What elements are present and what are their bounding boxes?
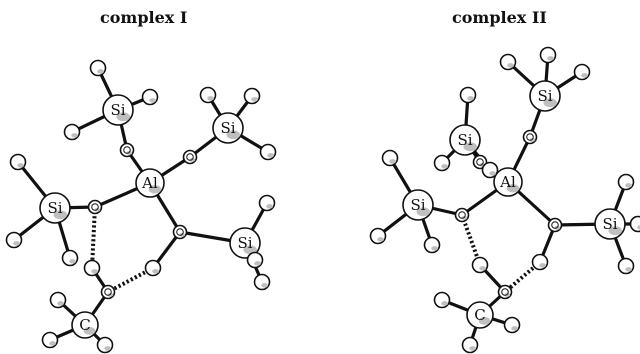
hydrogen-atom <box>381 149 399 167</box>
hydrogen-atom <box>5 231 23 249</box>
atom-label: Al <box>141 174 158 192</box>
oxygen-atom <box>522 129 538 145</box>
oxygen-atom <box>182 149 198 165</box>
hydrogen-atom <box>49 291 67 309</box>
silicon-atom: Si <box>529 80 561 112</box>
hydrogen-atom <box>61 249 79 267</box>
oxygen-atom <box>100 284 116 300</box>
hydrogen-atom <box>629 215 640 233</box>
silicon-atom: Si <box>229 227 261 259</box>
hydrogen-atom <box>617 173 635 191</box>
silicon-atom: Si <box>39 192 71 224</box>
silicon-atom: Si <box>449 124 481 156</box>
atom-label: Si <box>237 234 252 252</box>
atom-label: Si <box>220 119 235 137</box>
hydrogen-atom <box>199 86 217 104</box>
hydrogen-atom <box>9 153 27 171</box>
hydrogen-bond <box>107 266 154 294</box>
oxygen-atom <box>119 142 135 158</box>
complex-2-title: complex II <box>452 8 547 27</box>
hydrogen-atom <box>369 227 387 245</box>
atom-label: Si <box>110 101 125 119</box>
oxygen-atom <box>87 199 103 215</box>
hydrogen-atom <box>243 87 261 105</box>
hydrogen-atom <box>41 331 59 349</box>
silicon-atom: Si <box>594 208 626 240</box>
atom-label: Si <box>537 87 552 105</box>
atom-label: Si <box>602 215 617 233</box>
atom-label: Si <box>410 196 425 214</box>
hydrogen-atom <box>433 154 451 172</box>
hydrogen-atom <box>539 46 557 64</box>
aluminum-atom: Al <box>493 167 523 197</box>
atom-label: Si <box>457 131 472 149</box>
oxygen-atom <box>497 284 513 300</box>
hydrogen-atom <box>503 316 521 334</box>
carbon-atom: C <box>466 301 494 329</box>
hydrogen-atom <box>259 143 277 161</box>
hydrogen-atom <box>89 59 107 77</box>
hydrogen-atom <box>617 257 635 275</box>
atom-label: Al <box>499 173 516 191</box>
hydrogen-bond <box>503 260 542 294</box>
hydrogen-atom <box>499 53 517 71</box>
hydrogen-atom <box>423 236 441 254</box>
complex-1-title: complex I <box>100 8 188 27</box>
atom-label: Si <box>47 199 62 217</box>
hydrogen-bond <box>90 206 97 269</box>
oxygen-atom <box>547 217 563 233</box>
hydrogen-atom <box>481 161 499 179</box>
oxygen-atom <box>454 207 470 223</box>
oxygen-atom <box>172 224 188 240</box>
atom-label: C <box>79 316 90 334</box>
hydrogen-atom <box>253 273 271 291</box>
hydrogen-atom <box>573 63 591 81</box>
hydrogen-atom <box>83 259 101 277</box>
carbon-atom: C <box>71 311 99 339</box>
hydrogen-atom <box>459 86 477 104</box>
hydrogen-atom <box>63 123 81 141</box>
hydrogen-atom <box>471 256 489 274</box>
hydrogen-atom <box>96 336 114 354</box>
silicon-atom: Si <box>102 94 134 126</box>
hydrogen-atom <box>531 253 549 271</box>
atom-label: C <box>474 306 485 324</box>
hydrogen-atom <box>258 194 276 212</box>
hydrogen-atom <box>141 88 159 106</box>
silicon-atom: Si <box>212 112 244 144</box>
hydrogen-atom <box>461 336 479 354</box>
hydrogen-atom <box>433 291 451 309</box>
silicon-atom: Si <box>402 189 434 221</box>
hydrogen-atom <box>144 259 162 277</box>
aluminum-atom: Al <box>135 168 165 198</box>
hydrogen-atom <box>246 251 264 269</box>
